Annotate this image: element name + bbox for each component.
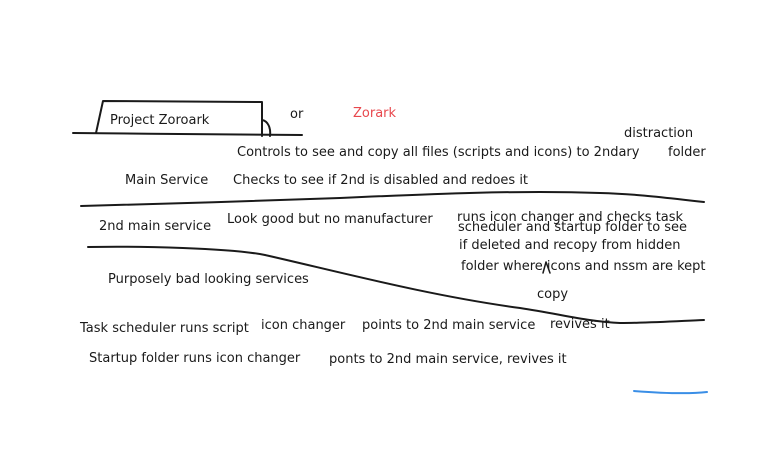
main-service-label: Main Service	[125, 173, 209, 188]
revives-it-label: revives it	[550, 317, 610, 332]
or-label: or	[290, 107, 304, 122]
page-title: Project Zoroark	[110, 113, 210, 128]
scheduler-startup-note: scheduler and startup folder to see	[458, 220, 688, 235]
controls-note: Controls to see and copy all files (scri…	[237, 145, 640, 160]
title-baseline-stroke	[72, 132, 303, 136]
runs-icon-changer-note: runs icon changer and checks task	[457, 210, 684, 225]
second-main-service-label: 2nd main service	[99, 219, 212, 234]
folder-where-note: folder where icons and nssm are kept	[461, 259, 706, 274]
alt-name-label: Zorark	[353, 106, 397, 121]
task-scheduler-note: Task scheduler runs script	[80, 321, 249, 336]
separator-line-2	[87, 245, 705, 324]
blue-underline-stroke	[633, 390, 708, 395]
points-to-note: points to 2nd main service	[362, 318, 536, 333]
separator-line-1	[80, 190, 705, 207]
ponts-to-note: ponts to 2nd main service, revives it	[329, 352, 567, 367]
copy-arrow-caret	[542, 261, 551, 274]
icon-changer-label: icon changer	[261, 318, 346, 333]
checks-2nd-note: Checks to see if 2nd is disabled and red…	[233, 173, 529, 188]
distraction-label: distraction	[624, 126, 694, 141]
folder-label: folder	[668, 145, 706, 160]
copy-label: copy	[537, 287, 569, 302]
purposely-bad-label: Purposely bad looking services	[108, 272, 309, 287]
startup-folder-note: Startup folder runs icon changer	[89, 351, 301, 366]
if-deleted-note: if deleted and recopy from hidden	[459, 238, 681, 253]
title-box-curl-stroke	[261, 119, 272, 137]
look-good-note: Look good but no manufacturer	[227, 212, 433, 227]
